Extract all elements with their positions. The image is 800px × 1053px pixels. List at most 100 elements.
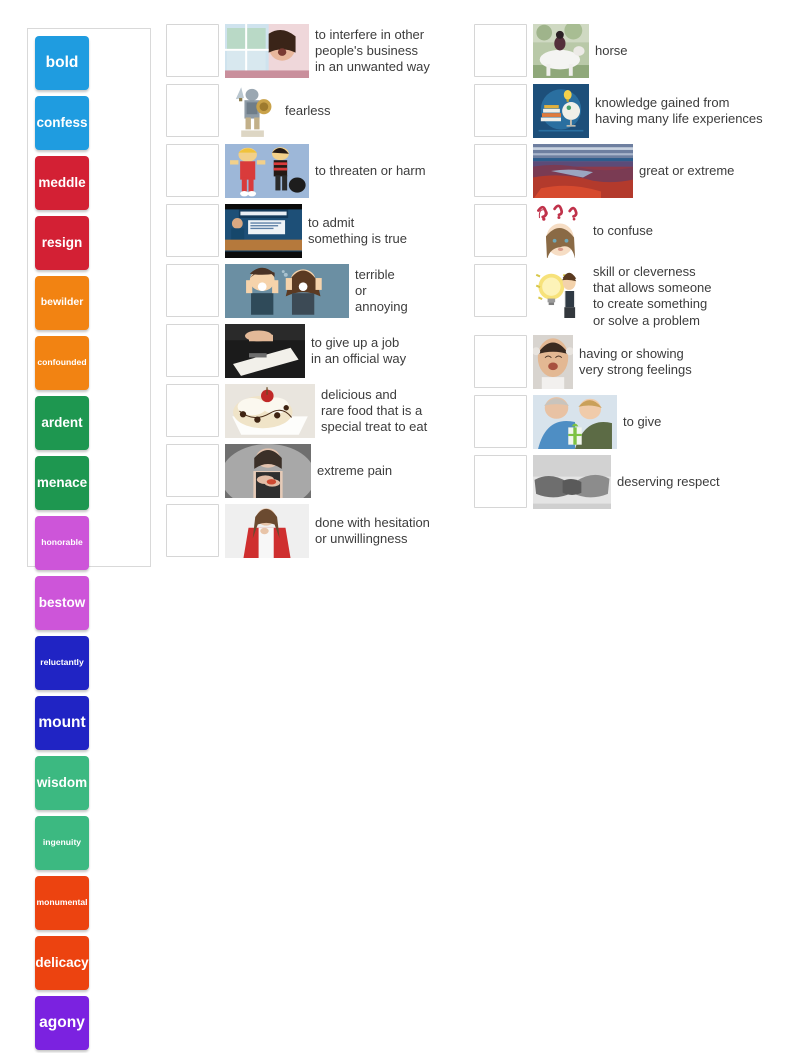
word-tile-ingenuity[interactable]: ingenuity bbox=[35, 816, 89, 870]
word-tile-label: honorable bbox=[41, 537, 83, 548]
two-cartoon-people-shouting-illustration bbox=[225, 264, 349, 318]
word-tile-label: ingenuity bbox=[42, 837, 82, 848]
word-tile-label: confess bbox=[36, 114, 88, 130]
word-tile-label: wisdom bbox=[36, 774, 88, 790]
word-tile-label: bewilder bbox=[40, 296, 84, 309]
definition-text: to give bbox=[623, 413, 662, 429]
definition-text: knowledge gained from having many life e… bbox=[595, 94, 763, 126]
word-tile-label: meddle bbox=[38, 174, 86, 190]
word-tile-agony[interactable]: agony bbox=[35, 996, 89, 1050]
answer-drop-box[interactable] bbox=[166, 204, 219, 257]
answer-drop-box[interactable] bbox=[474, 264, 527, 317]
answer-drop-box[interactable] bbox=[166, 264, 219, 317]
person-with-giant-lightbulb-illustration bbox=[533, 264, 587, 318]
answer-drop-box[interactable] bbox=[166, 144, 219, 197]
word-tile-bewilder[interactable]: bewilder bbox=[35, 276, 89, 330]
books-globe-lightbulb-graphic bbox=[533, 84, 589, 138]
word-tile-label: menace bbox=[36, 474, 88, 490]
match-up-board: bold confess meddle resign bewilder confounde… bbox=[27, 24, 794, 1050]
hesitant-woman-in-red-jacket-photo bbox=[225, 504, 309, 558]
handshake-grayscale-photo bbox=[533, 454, 611, 509]
definition-row: horse bbox=[474, 24, 794, 78]
word-tile-ardent[interactable]: ardent bbox=[35, 396, 89, 450]
definition-row: skill or cleverness that allows someone … bbox=[474, 264, 794, 329]
word-tile-mount[interactable]: mount bbox=[35, 696, 89, 750]
definition-row: delicious and rare food that is a specia… bbox=[166, 384, 466, 438]
definition-column-right: horse knowledge gained from having many l… bbox=[474, 24, 794, 515]
word-tile-label: bestow bbox=[38, 594, 86, 610]
definition-text: delicious and rare food that is a specia… bbox=[321, 386, 428, 435]
answer-drop-box[interactable] bbox=[474, 454, 527, 508]
definition-text: fearless bbox=[285, 102, 331, 118]
definition-text: extreme pain bbox=[317, 462, 393, 478]
word-tile-bestow[interactable]: bestow bbox=[35, 576, 89, 630]
answer-drop-box[interactable] bbox=[474, 204, 527, 257]
answer-drop-box[interactable] bbox=[474, 334, 527, 388]
word-tile-label: ardent bbox=[41, 414, 83, 430]
word-tile-label: agony bbox=[39, 1013, 85, 1031]
definition-text: great or extreme bbox=[639, 162, 735, 178]
word-tile-label: confounded bbox=[37, 357, 87, 368]
definition-row: done with hesitation or unwillingness bbox=[166, 504, 466, 558]
dramatic-red-landscape-photo bbox=[533, 144, 633, 198]
word-tile-label: bold bbox=[45, 53, 79, 71]
definition-text: to admit something is true bbox=[308, 214, 407, 246]
definition-text: done with hesitation or unwillingness bbox=[315, 514, 430, 546]
definition-row: to give up a job in an official way bbox=[166, 324, 466, 378]
definition-row: to threaten or harm bbox=[166, 144, 466, 198]
definition-row: to interfere in other people's business … bbox=[166, 24, 466, 78]
answer-drop-box[interactable] bbox=[166, 384, 219, 437]
definition-text: terrible or annoying bbox=[355, 266, 408, 315]
definition-text: to interfere in other people's business … bbox=[315, 26, 430, 75]
word-tile-confess[interactable]: confess bbox=[35, 96, 89, 150]
answer-drop-box[interactable] bbox=[166, 504, 219, 557]
definition-row: to confuse bbox=[474, 204, 794, 258]
definition-row: knowledge gained from having many life e… bbox=[474, 84, 794, 138]
two-cartoon-bullies-illustration bbox=[225, 144, 309, 198]
hand-holding-i-quit-note-photo bbox=[225, 324, 305, 378]
word-tile-honorable[interactable]: honorable bbox=[35, 516, 89, 570]
definition-column-middle: to interfere in other people's business … bbox=[166, 24, 466, 564]
definition-row: great or extreme bbox=[474, 144, 794, 198]
word-tile-label: delicacy bbox=[35, 954, 89, 970]
armored-knight-with-sword-and-shield-figure bbox=[225, 84, 279, 138]
answer-drop-box[interactable] bbox=[166, 444, 219, 497]
word-tile-wisdom[interactable]: wisdom bbox=[35, 756, 89, 810]
answer-drop-box[interactable] bbox=[474, 84, 527, 137]
word-tile-panel: bold confess meddle resign bewilder confounde… bbox=[27, 28, 151, 1050]
definition-row: to give bbox=[474, 394, 794, 449]
confused-cartoon-girl-with-question-marks bbox=[533, 204, 587, 258]
word-tile-label: reluctantly bbox=[40, 657, 84, 668]
admit-news-broadcast-screen bbox=[225, 204, 302, 258]
word-tile-resign[interactable]: resign bbox=[35, 216, 89, 270]
word-tile-meddle[interactable]: meddle bbox=[35, 156, 89, 210]
answer-drop-box[interactable] bbox=[166, 24, 219, 77]
answer-drop-box[interactable] bbox=[474, 394, 527, 448]
definition-text: having or showing very strong feelings bbox=[579, 345, 692, 377]
answer-drop-box[interactable] bbox=[166, 84, 219, 137]
word-tile-label: resign bbox=[41, 234, 83, 250]
girl-with-intense-expression-photo bbox=[533, 334, 573, 389]
ice-cream-sundae-dessert-photo bbox=[225, 384, 315, 438]
word-tile-confounded[interactable]: confounded bbox=[35, 336, 89, 390]
definition-row: having or showing very strong feelings bbox=[474, 334, 794, 389]
rider-on-white-horse-photo bbox=[533, 24, 589, 78]
word-tile-menace[interactable]: menace bbox=[35, 456, 89, 510]
word-tile-bold[interactable]: bold bbox=[35, 36, 89, 90]
definition-text: deserving respect bbox=[617, 473, 720, 489]
answer-drop-box[interactable] bbox=[166, 324, 219, 377]
word-tile-delicacy[interactable]: delicacy bbox=[35, 936, 89, 990]
definition-row: terrible or annoying bbox=[166, 264, 466, 318]
answer-drop-box[interactable] bbox=[474, 144, 527, 197]
word-tile-monumental[interactable]: monumental bbox=[35, 876, 89, 930]
word-tile-reluctantly[interactable]: reluctantly bbox=[35, 636, 89, 690]
definition-row: to admit something is true bbox=[166, 204, 466, 258]
definition-text: skill or cleverness that allows someone … bbox=[593, 264, 712, 328]
definition-text: to threaten or harm bbox=[315, 162, 426, 178]
definition-row: extreme pain bbox=[166, 444, 466, 498]
definition-row: fearless bbox=[166, 84, 466, 138]
answer-drop-box[interactable] bbox=[474, 24, 527, 77]
woman-peering-through-window-photo bbox=[225, 24, 309, 78]
definition-text: horse bbox=[595, 42, 628, 58]
child-giving-gift-to-grandmother-photo bbox=[533, 394, 617, 449]
